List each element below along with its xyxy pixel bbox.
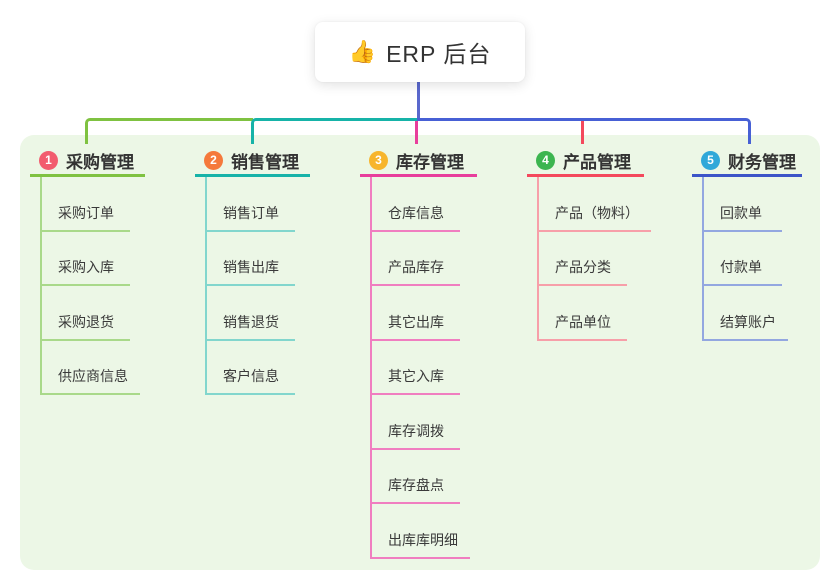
branch-1: 1 采购管理采购订单采购入库采购退货供应商信息 — [30, 146, 145, 395]
branch-1-number-badge: 1 — [39, 150, 58, 170]
branch-4-children: 产品（物料）产品分类产品单位 — [537, 177, 651, 341]
branch-4-title[interactable]: 4 产品管理 — [527, 146, 644, 177]
branch1-connector-line — [85, 118, 253, 144]
branch-2-title[interactable]: 2 销售管理 — [195, 146, 310, 177]
branch-1-child-3[interactable]: 采购退货 — [42, 286, 130, 341]
branch-4-child-2[interactable]: 产品分类 — [539, 232, 627, 286]
branch3-connector-line — [415, 121, 418, 144]
branch-2-label: 销售管理 — [231, 152, 299, 172]
branch-3-number-badge: 3 — [369, 150, 388, 170]
branch-3-title[interactable]: 3 库存管理 — [360, 146, 477, 177]
branch-3: 3 库存管理仓库信息产品库存其它出库其它入库库存调拨库存盘点出库库明细 — [360, 146, 477, 559]
root-label: ERP 后台 — [386, 41, 492, 67]
branch5-connector-line — [417, 118, 751, 144]
branch-1-child-4[interactable]: 供应商信息 — [42, 341, 140, 395]
branch-2-child-3[interactable]: 销售退货 — [207, 286, 295, 341]
branch-1-child-1[interactable]: 采购订单 — [42, 177, 130, 232]
branch-1-children: 采购订单采购入库采购退货供应商信息 — [40, 177, 145, 395]
branch-1-child-2[interactable]: 采购入库 — [42, 232, 130, 286]
branch-5-child-1[interactable]: 回款单 — [704, 177, 782, 232]
branch-3-child-1[interactable]: 仓库信息 — [372, 177, 460, 232]
branch-3-child-7[interactable]: 出库库明细 — [372, 504, 470, 559]
branch-2-child-4[interactable]: 客户信息 — [207, 341, 295, 395]
branch-2: 2 销售管理销售订单销售出库销售退货客户信息 — [195, 146, 310, 395]
branch-2-child-2[interactable]: 销售出库 — [207, 232, 295, 286]
branch-2-child-1[interactable]: 销售订单 — [207, 177, 295, 232]
branch-3-child-6[interactable]: 库存盘点 — [372, 450, 460, 504]
branch-4-child-3[interactable]: 产品单位 — [539, 286, 627, 341]
branch-3-child-2[interactable]: 产品库存 — [372, 232, 460, 286]
branch-1-label: 采购管理 — [66, 152, 134, 172]
branch-3-child-5[interactable]: 库存调拨 — [372, 395, 460, 450]
branch2-connector-line — [251, 118, 419, 144]
branch-1-title[interactable]: 1 采购管理 — [30, 146, 145, 177]
branch-3-label: 库存管理 — [396, 152, 464, 172]
branches-panel — [20, 135, 820, 570]
branch-5-label: 财务管理 — [728, 152, 796, 172]
branch-5-number-badge: 5 — [701, 150, 720, 170]
branch-4: 4 产品管理产品（物料）产品分类产品单位 — [527, 146, 651, 341]
branch4-connector-line — [581, 121, 584, 144]
branch-4-label: 产品管理 — [563, 152, 631, 172]
branch-5-child-2[interactable]: 付款单 — [704, 232, 782, 286]
branch-5-child-3[interactable]: 结算账户 — [704, 286, 788, 341]
branch-4-child-1[interactable]: 产品（物料） — [539, 177, 651, 232]
branch-2-children: 销售订单销售出库销售退货客户信息 — [205, 177, 310, 395]
branch-2-number-badge: 2 — [204, 150, 223, 170]
branch-4-number-badge: 4 — [536, 150, 555, 170]
root-node[interactable]: 👍 ERP 后台 — [315, 22, 525, 82]
root-connector-line — [417, 82, 420, 121]
branch-5-title[interactable]: 5 财务管理 — [692, 146, 802, 177]
branch-3-children: 仓库信息产品库存其它出库其它入库库存调拨库存盘点出库库明细 — [370, 177, 477, 559]
branch-3-child-3[interactable]: 其它出库 — [372, 286, 460, 341]
branch-5-children: 回款单付款单结算账户 — [702, 177, 802, 341]
branch-3-child-4[interactable]: 其它入库 — [372, 341, 460, 395]
thumbs-up-icon: 👍 — [348, 39, 377, 64]
branch-5: 5 财务管理回款单付款单结算账户 — [692, 146, 802, 341]
